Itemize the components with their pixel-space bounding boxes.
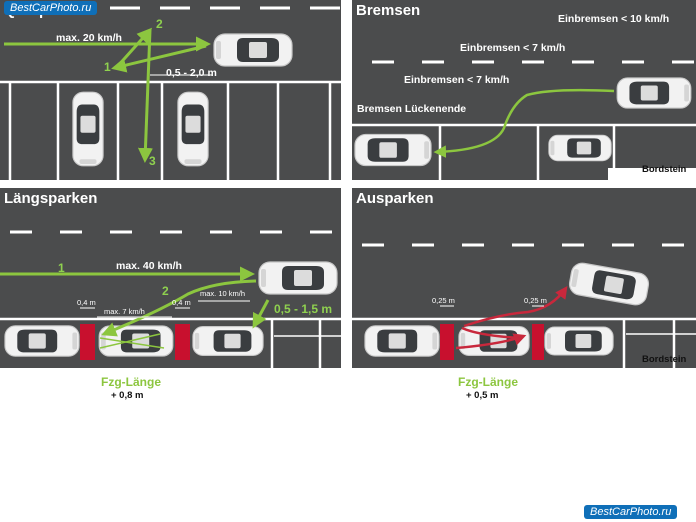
laengsparken-title: Längsparken: [4, 190, 98, 207]
ausparken-gap-left: 0,25 m: [432, 296, 455, 305]
gap-marker-left-aus: [440, 324, 454, 360]
ausparken-scene: [352, 243, 696, 368]
querparken-step-2: 2: [156, 17, 163, 31]
laengsparken-step-2: 2: [162, 284, 169, 298]
panel-bremsen: Bremsen Einbremsen < 10 km/h Einbremsen …: [352, 0, 696, 180]
car-front-gap: [354, 133, 432, 167]
querparken-distance: 0,5 - 2,0 m: [166, 67, 217, 79]
car-parked-front-aus: [364, 325, 440, 357]
laengsparken-gap-left: 0,4 m: [77, 298, 96, 307]
bremsen-curb: [608, 168, 696, 180]
car-parked-right: [177, 91, 209, 167]
bremsen-label-end: Bremsen Lückenende: [357, 103, 467, 115]
laengsparken-scene: [0, 230, 341, 368]
car-parked-front: [4, 325, 80, 357]
car-behind-gap: [548, 134, 612, 162]
laengsparken-step-1: 1: [58, 261, 65, 275]
panel-ausparken: Ausparken 0,25 m 0,25 m Bordstein: [352, 188, 696, 368]
bremsen-curb-label: Bordstein: [642, 164, 687, 175]
bremsen-label-7a: Einbremsen < 7 km/h: [460, 42, 566, 54]
panel-querparken: Querparken max. 20 km/h 0,5 - 2,0 m 1 2 …: [0, 0, 341, 180]
ausparken-length-label: Fzg-Länge: [458, 375, 518, 389]
car-parked-rear-aus: [544, 326, 614, 356]
car-braking: [616, 77, 692, 109]
car-approaching: [213, 33, 293, 67]
gap-marker-left: [80, 324, 95, 360]
car-approaching-laengs: [258, 261, 338, 295]
querparken-speed: max. 20 km/h: [56, 32, 122, 44]
laengsparken-speed: max. 40 km/h: [116, 260, 182, 272]
bremsen-label-10: Einbremsen < 10 km/h: [558, 13, 670, 25]
bremsen-label-7b: Einbremsen < 7 km/h: [404, 74, 510, 86]
laengsparken-speed2: max. 10 km/h: [200, 289, 246, 298]
ausparken-title: Ausparken: [356, 190, 434, 207]
car-leaving: [567, 260, 651, 308]
bremsen-title: Bremsen: [356, 2, 421, 19]
panel-laengsparken: Längsparken max. 40 km/h max. 10 km/h ma…: [0, 188, 341, 368]
laengsparken-gap-right: 0,4 m: [172, 298, 191, 307]
ausparken-curb-label: Bordstein: [642, 354, 687, 365]
watermark-bottom: BestCarPhoto.ru: [584, 505, 678, 519]
laengsparken-length-label: Fzg-Länge: [101, 375, 161, 389]
ausparken-gap-right: 0,25 m: [524, 296, 547, 305]
laengsparken-distance: 0,5 - 1,5 m: [274, 302, 333, 316]
querparken-scene: [0, 6, 341, 180]
querparken-step-3: 3: [149, 154, 156, 168]
car-parked-left: [72, 91, 104, 167]
bremsen-scene: [352, 60, 696, 180]
ausparken-length-add: + 0,5 m: [466, 390, 499, 401]
laengsparken-length-add: + 0,8 m: [111, 390, 144, 401]
querparken-step-1: 1: [104, 60, 111, 74]
laengsparken-speed3: max. 7 km/h: [104, 307, 145, 316]
car-parked-rear: [192, 326, 264, 356]
watermark-top: BestCarPhoto.ru: [4, 1, 98, 15]
gap-marker-right-aus: [532, 324, 544, 360]
gap-marker-right: [175, 324, 190, 360]
